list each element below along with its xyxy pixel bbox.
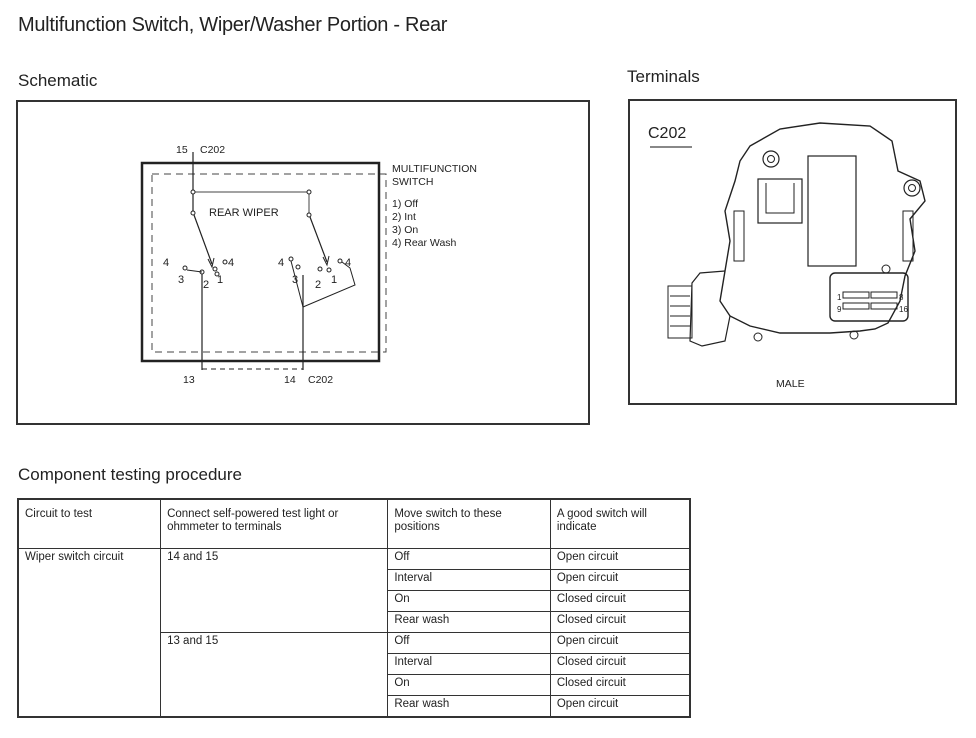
- result-cell: Open circuit: [549, 569, 691, 591]
- position-cell: Interval: [387, 569, 551, 591]
- pin-label-8: 8: [899, 293, 904, 302]
- pin-label-9: 9: [837, 305, 842, 314]
- position-cell: Rear wash: [387, 611, 551, 633]
- connector-drawing: C202 1 8 9 16 MALE: [648, 122, 926, 390]
- result-cell: Closed circuit: [549, 653, 691, 675]
- position-cell: Off: [387, 548, 551, 570]
- procedure-table: Circuit to test Connect self-powered tes…: [17, 498, 691, 718]
- left-contact-4b: 4: [228, 257, 234, 269]
- result-cell: Open circuit: [549, 695, 691, 718]
- terminals-heading: Terminals: [627, 67, 700, 86]
- right-contact-4b: 4: [345, 257, 351, 269]
- connector-label: C202: [648, 125, 686, 142]
- table-header-row: Circuit to test Connect self-powered tes…: [17, 498, 691, 549]
- right-contact-2: 2: [315, 279, 321, 291]
- position-4: 4) Rear Wash: [392, 237, 457, 249]
- right-contact-4: 4: [278, 257, 284, 269]
- bottom-left-pin-label: 13: [183, 374, 195, 386]
- table-row: Interval Closed circuit: [18, 653, 691, 675]
- switch-label-line2: SWITCH: [392, 176, 433, 188]
- position-1: 1) Off: [392, 198, 418, 210]
- switch-dashed-boundary: [151, 173, 387, 353]
- left-contact-1: 1: [217, 274, 223, 286]
- result-cell: Closed circuit: [549, 674, 691, 696]
- position-3: 3) On: [392, 224, 418, 236]
- right-contact-3: 3: [292, 274, 298, 286]
- position-cell: On: [387, 674, 551, 696]
- col-header-result: A good switch will indicate: [549, 498, 691, 549]
- position-cell: Rear wash: [387, 695, 551, 718]
- schematic-panel: 15 C202 REAR WIPER 4 4 3 2 1: [16, 100, 590, 425]
- col-header-positions: Move switch to these positions: [387, 498, 551, 549]
- pin-label-1: 1: [837, 293, 842, 302]
- circuit-cell: Wiper switch circuit: [17, 548, 162, 718]
- right-contact-1: 1: [331, 274, 337, 286]
- terminals-cell-2: 13 and 15: [160, 632, 389, 718]
- schematic-diagram: 15 C202 REAR WIPER 4 4 3 2 1: [140, 144, 477, 386]
- result-cell: Closed circuit: [549, 611, 691, 633]
- terminals-panel: C202 1 8 9 16 MALE: [628, 99, 957, 405]
- table-row: On Closed circuit: [18, 674, 691, 696]
- pin-label-16: 16: [899, 305, 908, 314]
- table-row: 13 and 15 Off Open circuit: [18, 632, 691, 718]
- position-cell: Interval: [387, 653, 551, 675]
- procedure-heading: Component testing procedure: [18, 465, 242, 484]
- col-header-terminals: Connect self-powered test light or ohmme…: [160, 498, 389, 549]
- bottom-connector-label: C202: [308, 374, 333, 386]
- result-cell: Open circuit: [549, 632, 691, 654]
- left-contact-3: 3: [178, 274, 184, 286]
- result-cell: Closed circuit: [549, 590, 691, 612]
- left-contact-2: 2: [203, 279, 209, 291]
- rear-wiper-label: REAR WIPER: [209, 207, 279, 219]
- table-row: Interval Open circuit: [18, 569, 691, 591]
- position-cell: Off: [387, 632, 551, 654]
- terminals-cell-1: 14 and 15: [160, 548, 389, 633]
- top-connector-label: C202: [200, 144, 225, 156]
- result-cell: Open circuit: [549, 548, 691, 570]
- table-row: Rear wash Open circuit: [18, 695, 691, 718]
- position-cell: On: [387, 590, 551, 612]
- gender-label: MALE: [776, 378, 805, 390]
- schematic-heading: Schematic: [18, 71, 98, 90]
- left-contact-4: 4: [163, 257, 169, 269]
- bottom-right-pin-label: 14: [284, 374, 296, 386]
- switch-housing: [140, 161, 381, 363]
- switch-label-line1: MULTIFUNCTION: [392, 163, 477, 175]
- page-title: Multifunction Switch, Wiper/Washer Porti…: [18, 14, 448, 36]
- table-row: Rear wash Closed circuit: [18, 611, 691, 633]
- top-pin-label: 15: [176, 144, 188, 156]
- table-row: Wiper switch circuit 14 and 15 Off Open …: [17, 548, 691, 718]
- col-header-circuit: Circuit to test: [17, 498, 162, 549]
- position-2: 2) Int: [392, 211, 416, 223]
